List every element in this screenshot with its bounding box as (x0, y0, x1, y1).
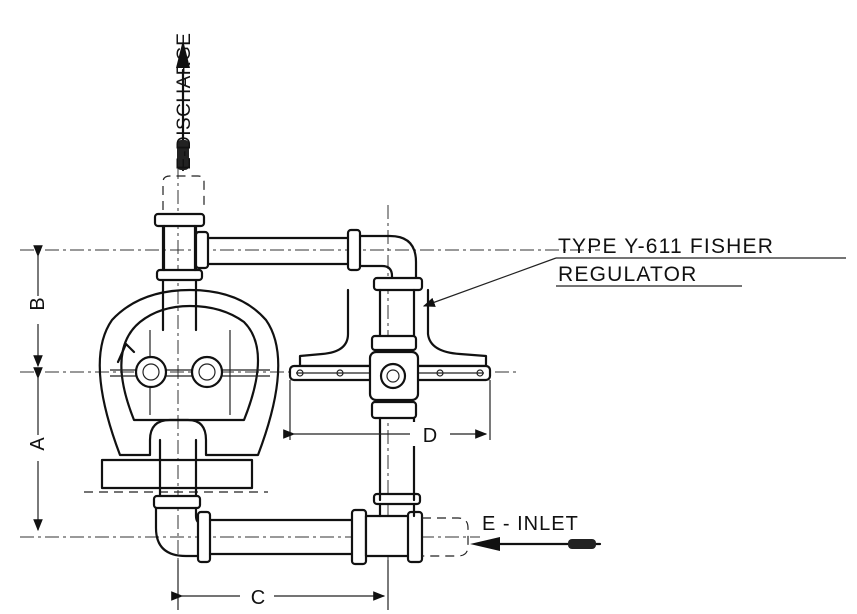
suction-pipe (152, 438, 424, 566)
inlet-label: E - INLET (482, 513, 579, 535)
dimension-c-label: C (251, 587, 265, 609)
dimension-d-label: D (423, 425, 437, 447)
dimension-a (30, 367, 46, 532)
discharge-arrow (176, 40, 190, 172)
dimension-c (171, 560, 389, 610)
regulator-label-line1: TYPE Y-611 FISHER (558, 235, 774, 258)
dimension-d (283, 422, 488, 446)
regulator-label-line2: REGULATOR (558, 263, 698, 286)
fisher-regulator (288, 288, 492, 502)
pump-body (84, 288, 280, 493)
dimension-a-label: A (27, 437, 49, 451)
inlet-arrow (470, 537, 602, 551)
dimension-b (30, 245, 46, 368)
dimension-b-label: B (27, 297, 49, 310)
top-bypass-pipe (194, 228, 424, 342)
discharge-label: E-DISCHARGE (174, 33, 195, 170)
regulator-leader (422, 257, 846, 307)
